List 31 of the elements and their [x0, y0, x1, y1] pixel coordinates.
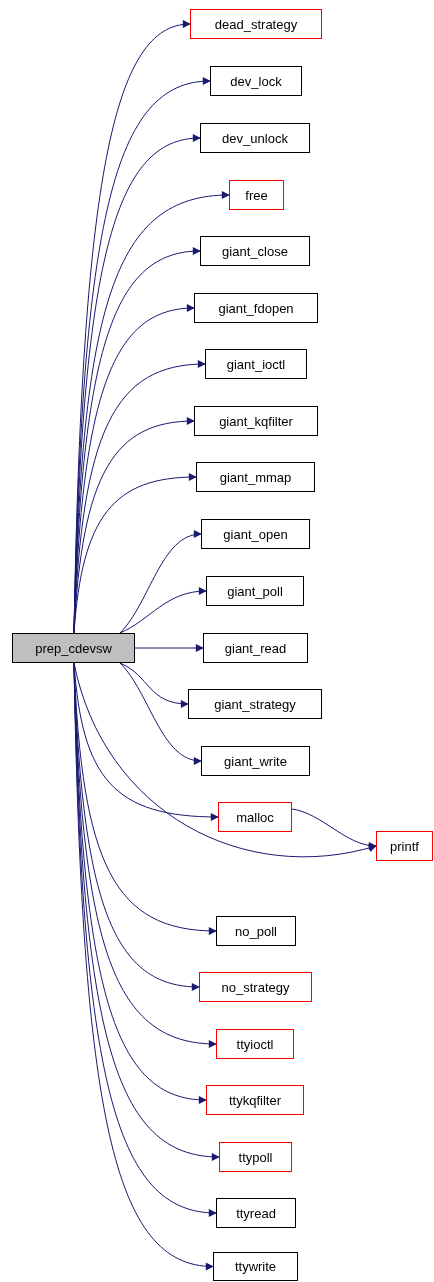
function-box: giant_strategy: [188, 689, 322, 719]
function-box: ttypoll: [219, 1142, 292, 1172]
arrow: [73, 473, 197, 634]
function-box: giant_write: [201, 746, 310, 776]
arrow: [119, 587, 207, 634]
function-box: giant_ioctl: [205, 349, 307, 379]
function-box: prep_cdevsw: [12, 633, 135, 663]
function-box: giant_read: [203, 633, 308, 663]
function-box: giant_close: [200, 236, 310, 266]
function-box: no_poll: [216, 916, 296, 946]
arrow: [119, 662, 189, 708]
function-box: malloc: [218, 802, 292, 832]
arrow: [119, 531, 202, 634]
function-box: dead_strategy: [190, 9, 322, 39]
function-box: ttywrite: [213, 1252, 298, 1281]
function-box: ttykqfilter: [206, 1085, 304, 1115]
function-box: giant_kqfilter: [194, 406, 318, 436]
function-box: giant_poll: [206, 576, 304, 606]
function-box: dev_lock: [210, 66, 302, 96]
function-box: giant_fdopen: [194, 293, 318, 323]
arrow: [119, 662, 202, 764]
function-box: no_strategy: [199, 972, 312, 1002]
function-box: ttyioctl: [216, 1029, 294, 1059]
arrow: [134, 644, 204, 652]
function-box: ttyread: [216, 1198, 296, 1228]
function-box: giant_mmap: [196, 462, 315, 492]
function-box: free: [229, 180, 284, 210]
function-box: giant_open: [201, 519, 310, 549]
arrow: [291, 808, 377, 850]
function-box: printf: [376, 831, 433, 861]
function-box: dev_unlock: [200, 123, 310, 153]
